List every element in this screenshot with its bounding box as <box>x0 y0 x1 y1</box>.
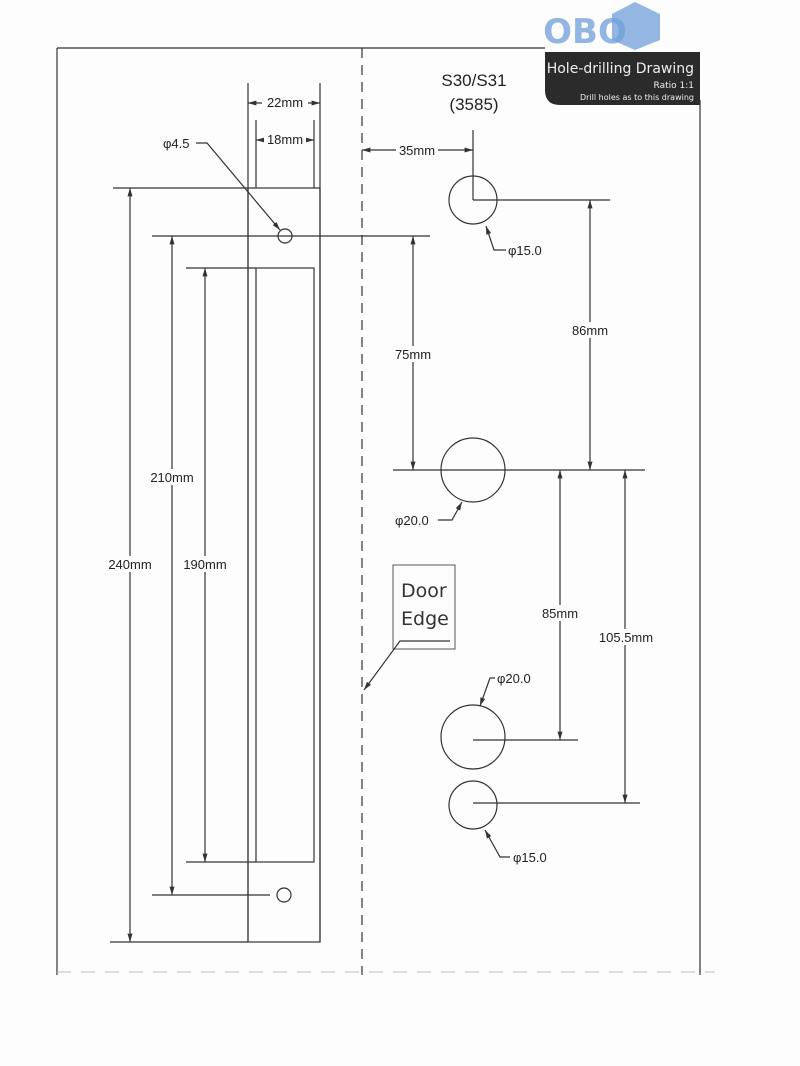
hole-3 <box>440 704 506 770</box>
model-code: (3585) <box>449 95 498 114</box>
brand-logo: OBO <box>543 12 627 52</box>
dim-105-5mm: 105.5mm <box>599 630 653 645</box>
dim-18mm: 18mm <box>267 132 303 147</box>
badge-title: Hole-drilling Drawing <box>547 61 694 77</box>
dim-210mm: 210mm <box>150 470 193 485</box>
page-border <box>56 47 715 975</box>
dim-85mm: 85mm <box>542 606 578 621</box>
door-edge-label: Door Edge <box>363 564 456 691</box>
dim-240mm: 240mm <box>108 557 151 572</box>
door-holes: 35mm φ15.0 86mm 75mm φ20.0 85mm 105.5mm … <box>362 130 655 865</box>
door-edge-text-1: Door <box>401 580 447 602</box>
hole-3-dia: φ20.0 <box>497 671 531 686</box>
door-edge-text-2: Edge <box>401 608 449 630</box>
hole-1-dia: φ15.0 <box>508 243 542 258</box>
dim-190mm: 190mm <box>183 557 226 572</box>
badge-note: Drill holes as to this drawing <box>580 93 694 102</box>
badge-ratio: Ratio 1:1 <box>654 81 694 91</box>
hole-4-dia: φ15.0 <box>513 850 547 865</box>
dim-35mm: 35mm <box>399 143 435 158</box>
dim-86mm: 86mm <box>572 323 608 338</box>
hole-2-dia: φ20.0 <box>395 513 429 528</box>
dim-22mm: 22mm <box>267 95 303 110</box>
dim-75mm: 75mm <box>395 347 431 362</box>
strike-plate-strip: 22mm 18mm φ4.5 240mm 210mm 190mm <box>105 83 430 943</box>
hole-dia-label: φ4.5 <box>163 136 190 151</box>
logo-badge: OBO Hole-drilling Drawing Ratio 1:1 Dril… <box>543 2 700 105</box>
model-name: S30/S31 <box>441 71 506 90</box>
hole-4 <box>448 780 498 830</box>
hole-bottom <box>276 887 292 903</box>
